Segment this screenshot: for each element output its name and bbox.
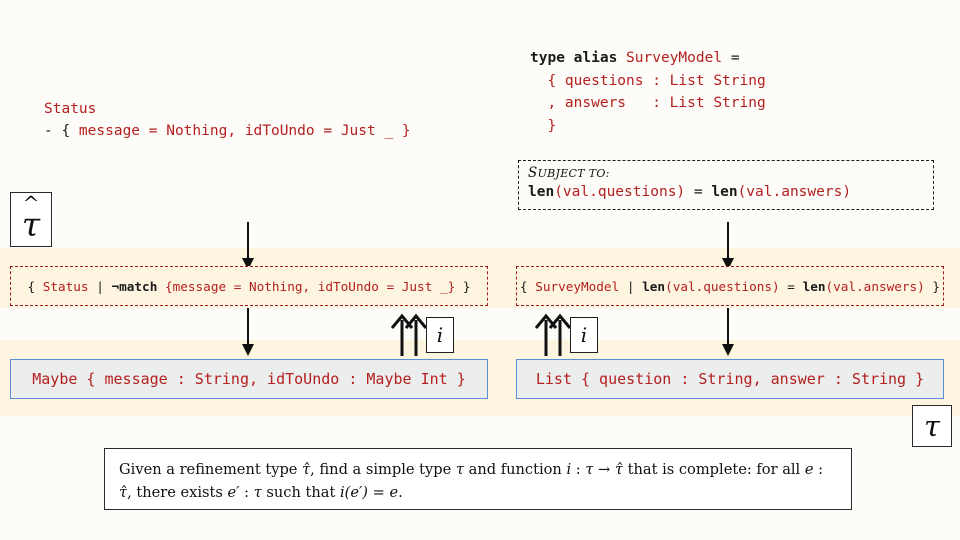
subject-to-label-initial: S [528, 165, 538, 181]
refine-right-bar: | [619, 278, 643, 294]
alias-name: SurveyModel [626, 50, 723, 66]
caption-text-1: Given a refinement type [119, 461, 303, 478]
caption-i-2: i [339, 484, 345, 501]
caption-i-1: i [566, 461, 572, 478]
refine-left-predicate-body: {message = Nothing, idToUndo = Just _} [157, 278, 463, 294]
alias-equals: = [730, 50, 740, 66]
subject-to-label-smallcaps: UBJECT TO: [537, 167, 610, 180]
arrow-down-right-lower [722, 308, 734, 356]
left-snippet-line-1: Status [44, 98, 411, 120]
keyword-alias: alias [573, 50, 618, 66]
right-snippet-line-3: , answers : List String [530, 95, 766, 111]
simple-type-box-right: List { question : String, answer : Strin… [516, 359, 944, 399]
simple-left-text: Maybe { message : String, idToUndo : May… [32, 370, 465, 388]
simple-right-body: { question : String, answer : String } [571, 370, 925, 388]
caption-arrow: → [593, 461, 615, 478]
subject-to-label: SUBJECT TO: [528, 165, 924, 182]
refine-left-type: Status [42, 278, 89, 294]
refine-right-open: { [519, 278, 536, 294]
caption-box: Given a refinement type τ̂, find a simpl… [104, 448, 852, 510]
refinement-type-box-left: { Status | ¬match {message = Nothing, id… [10, 266, 488, 306]
simple-left-head: Maybe [32, 370, 78, 388]
caption-tauhat-1: τ̂ [302, 461, 311, 478]
subject-len-1: len [528, 184, 555, 200]
simple-left-body: { message : String, idToUndo : Maybe Int… [77, 370, 466, 388]
subject-equals: = [685, 184, 712, 200]
caption-i-applied: (e′) = e [344, 484, 399, 501]
refinement-right-text: { SurveyModel | len(val.questions) = len… [520, 279, 940, 294]
right-snippet-line-1: type alias SurveyModel = [530, 47, 766, 70]
subject-arg-1: (val.questions) [554, 184, 686, 200]
arrow-down-left [242, 222, 254, 270]
left-source-snippet: Status - { message = Nothing, idToUndo =… [44, 98, 411, 142]
subject-to-formula: len(val.questions) = len(val.answers) [528, 182, 924, 202]
right-snippet-line-4: } [530, 117, 557, 134]
left-snippet-type-name: Status [44, 101, 97, 117]
subject-to-box: SUBJECT TO: len(val.questions) = len(val… [518, 160, 934, 210]
refine-left-close: } [462, 278, 471, 294]
left-snippet-line-2: - { message = Nothing, idToUndo = Just _… [44, 120, 411, 142]
simple-right-head: List [535, 370, 572, 388]
embedding-arrow-right [534, 313, 572, 356]
subject-len-2: len [711, 184, 738, 200]
tau-badge: τ [912, 405, 952, 447]
refine-right-len-2: len [802, 278, 826, 294]
refinement-left-text: { Status | ¬match {message = Nothing, id… [27, 279, 470, 294]
caption-text-2: , find a simple type [310, 461, 456, 478]
refine-right-arg-1: (val.questions) [665, 278, 780, 294]
refine-right-len-1: len [642, 278, 666, 294]
embedding-function-badge-right: i [570, 317, 598, 353]
right-snippet-line-2: { questions : List String [530, 72, 766, 89]
refine-right-equals: = [779, 278, 803, 294]
embedding-function-badge-left: i [426, 317, 454, 353]
refine-right-close: } [924, 278, 941, 294]
caption-text-4: that is complete: for all [622, 461, 805, 478]
left-snippet-record: message = Nothing, idToUndo = Just _ } [78, 123, 411, 139]
refine-left-bar: | [88, 278, 112, 294]
keyword-type: type [530, 50, 565, 66]
arrow-down-left-lower [242, 308, 254, 356]
caption-period: . [398, 484, 403, 501]
subject-arg-2: (val.answers) [737, 184, 852, 200]
simple-type-box-left: Maybe { message : String, idToUndo : May… [10, 359, 488, 399]
refinement-type-box-right: { SurveyModel | len(val.questions) = len… [516, 266, 944, 306]
caption-colon-3: : [239, 484, 254, 501]
left-snippet-dash: - { [44, 123, 79, 139]
caption-text-6: such that [261, 484, 340, 501]
tau-hat-badge: ^ τ [10, 192, 52, 247]
caption-colon-1: : [571, 461, 586, 478]
tau-hat-symbol: τ [21, 204, 41, 244]
caption-tau-3: τ [253, 484, 262, 501]
embedding-arrow-left [390, 313, 428, 356]
refine-left-open: { [27, 278, 43, 294]
refine-right-arg-2: (val.answers) [825, 278, 925, 294]
caption-tauhat-2: τ̂ [614, 461, 623, 478]
caption-colon-2: : [813, 461, 824, 478]
caption-text-5: , there exists [127, 484, 228, 501]
arrow-down-right [722, 222, 734, 270]
refine-left-predicate-op: ¬match [111, 278, 158, 294]
caption-eprime: e′ [227, 484, 240, 501]
simple-right-text: List { question : String, answer : Strin… [536, 370, 924, 388]
caption-tau-2: τ [585, 461, 594, 478]
caption-tauhat-3: τ̂ [119, 484, 128, 501]
caption-text-3: and function [463, 461, 567, 478]
caption-e-1: e [804, 461, 814, 478]
right-source-snippet: type alias SurveyModel = { questions : L… [530, 47, 766, 137]
caption-tau-1: τ [455, 461, 464, 478]
refine-right-type: SurveyModel [535, 278, 620, 294]
